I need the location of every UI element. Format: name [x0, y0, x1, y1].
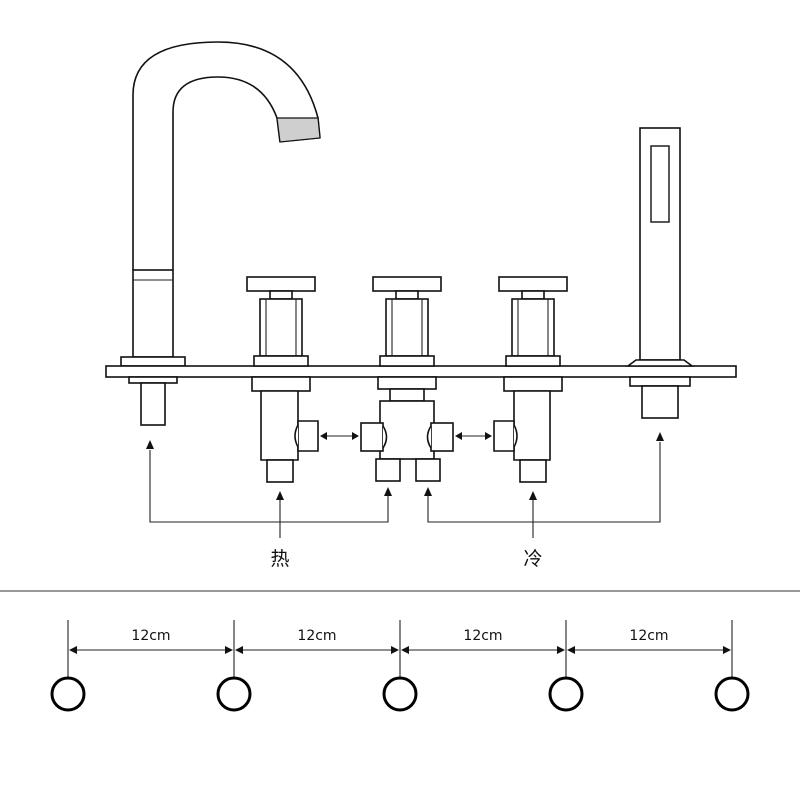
connection-arrows — [146, 432, 664, 538]
spout-base — [120, 356, 186, 367]
dimension-label-3: 12cm — [463, 628, 502, 644]
handle-cold — [498, 276, 568, 367]
mounting-hole-4 — [548, 676, 584, 712]
valve-diverter — [360, 376, 454, 482]
spout-outlet — [276, 117, 321, 143]
dimension-label-1: 12cm — [131, 628, 170, 644]
handle-hot — [246, 276, 316, 367]
spout — [120, 41, 321, 367]
mounting-hole-1 — [50, 676, 86, 712]
dimension-line-3 — [401, 646, 565, 654]
spout-underside — [128, 376, 178, 426]
deck-plate — [105, 365, 737, 378]
dimension-line-2 — [235, 646, 399, 654]
handle-diverter — [372, 276, 442, 367]
shower-button — [650, 145, 670, 223]
valve-cold — [493, 376, 563, 483]
hot-label: 热 — [270, 548, 289, 570]
valve-hot — [251, 376, 319, 483]
dimension-line-1 — [69, 646, 233, 654]
hole-spacing: 12cm 12cm 12cm 12cm — [50, 620, 750, 712]
mounting-hole-5 — [714, 676, 750, 712]
dimension-label-2: 12cm — [297, 628, 336, 644]
cold-label: 冷 — [523, 548, 542, 570]
mounting-hole-2 — [216, 676, 252, 712]
dimension-line-4 — [567, 646, 731, 654]
dimension-label-4: 12cm — [629, 628, 668, 644]
spout-body — [132, 269, 174, 358]
hand-shower — [625, 127, 695, 419]
mounting-hole-3 — [382, 676, 418, 712]
